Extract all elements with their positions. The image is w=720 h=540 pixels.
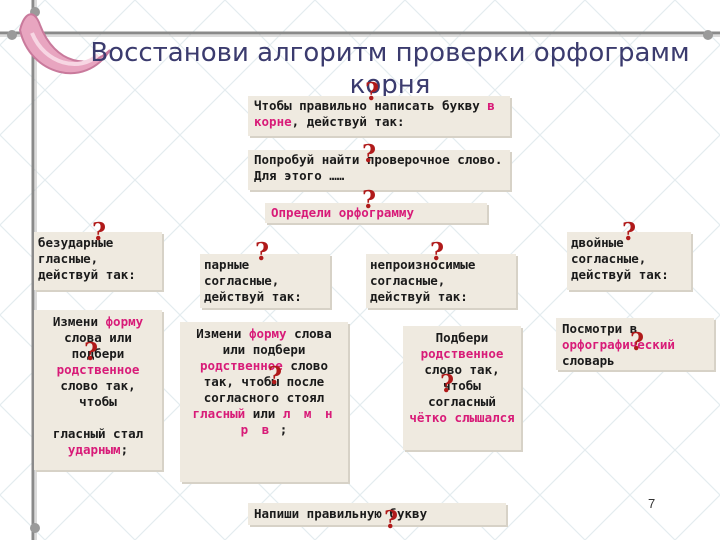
action-text: ; [272, 422, 288, 437]
action-text: слово так, чтобы [60, 378, 136, 409]
question-mark-icon: ? [384, 505, 399, 534]
action-box-double-consonants: Посмотри в орфографический словарь [556, 318, 714, 370]
question-mark-icon: ? [630, 327, 645, 356]
question-mark-icon: ? [362, 185, 377, 214]
action-text: слово так, чтобы согласный [424, 362, 500, 409]
action-highlight: родственное [420, 346, 504, 361]
type-label-unstressed-vowels: безударные гласные, действуй так: [38, 235, 136, 282]
question-mark-icon: ? [440, 369, 455, 398]
action-text: слова или подбери [222, 326, 332, 357]
question-mark-icon: ? [430, 237, 445, 266]
action-highlight: чётко слышался [409, 410, 515, 425]
question-mark-icon: ? [255, 237, 270, 266]
slide-title-line2: корня [349, 70, 431, 100]
action-text: слова или подбери [64, 330, 132, 361]
type-label-double-consonants: двойные согласные, действуй так: [571, 235, 669, 282]
intro-text: Чтобы правильно написать букву [254, 98, 488, 113]
action-highlight: форму [248, 326, 287, 341]
action-text: слово так, чтобы после согласного стоял [203, 358, 328, 405]
page-number: 7 [648, 496, 656, 511]
type-label-paired-consonants: парные согласные, действуй так: [204, 257, 302, 304]
action-highlight: ударным [67, 442, 121, 457]
question-mark-icon: ? [622, 217, 637, 246]
action-highlight: л м н р в [240, 406, 336, 437]
intro-highlight: в корне [254, 98, 495, 129]
action-text: Измени [196, 326, 249, 341]
question-mark-icon: ? [365, 77, 380, 106]
action-box-paired-consonants: Измени форму слова или подбери родственн… [180, 322, 348, 482]
question-mark-icon: ? [92, 217, 107, 246]
action-highlight: гласный [192, 406, 246, 421]
question-mark-icon: ? [268, 361, 283, 390]
action-box-unstressed-vowels: Измени форму слова или подбери родственн… [34, 310, 162, 470]
final-step-box: Напиши правильную букву [248, 503, 506, 525]
question-mark-icon: ? [362, 139, 377, 168]
intro-text-end: , действуй так: [291, 114, 405, 129]
action-text: Измени [52, 314, 106, 329]
type-box-paired-consonants: парные согласные, действуй так: [200, 254, 330, 308]
action-text: словарь [562, 353, 615, 368]
type-box-double-consonants: двойные согласные, действуй так: [567, 232, 691, 290]
final-step-text: Напиши правильную букву [254, 506, 428, 521]
slide-title-line1: Восстанови алгоритм проверки орфограмм [90, 38, 690, 68]
action-text: Посмотри в [562, 321, 638, 336]
find-check-word-text: Попробуй найти проверочное слово. Для эт… [254, 152, 503, 183]
type-label-unpronounceable-consonants: непроизносимые согласные, действуй так: [370, 257, 476, 304]
action-text: гласный стал [52, 426, 144, 441]
identify-orthogram-text: Определи орфограмму [271, 205, 414, 220]
type-box-unpronounceable-consonants: непроизносимые согласные, действуй так: [366, 254, 516, 308]
identify-orthogram-box: Определи орфограмму [265, 203, 487, 223]
intro-box: Чтобы правильно написать букву в корне, … [248, 96, 510, 136]
type-box-unstressed-vowels: безударные гласные, действуй так: [34, 232, 162, 290]
action-text: Подбери [435, 330, 489, 345]
action-highlight: родственное [200, 358, 283, 373]
action-highlight: форму [105, 314, 144, 329]
find-check-word-box: Попробуй найти проверочное слово. Для эт… [248, 150, 510, 190]
action-text: ; [120, 442, 129, 457]
decorative-swirl-icon [18, 13, 111, 75]
action-highlight: орфографический [562, 337, 675, 352]
action-text: или [245, 406, 283, 421]
action-highlight: родственное [56, 362, 140, 377]
question-mark-icon: ? [84, 337, 99, 366]
action-box-unpronounceable-consonants: Подбери родственное слово так, чтобы сог… [403, 326, 521, 450]
